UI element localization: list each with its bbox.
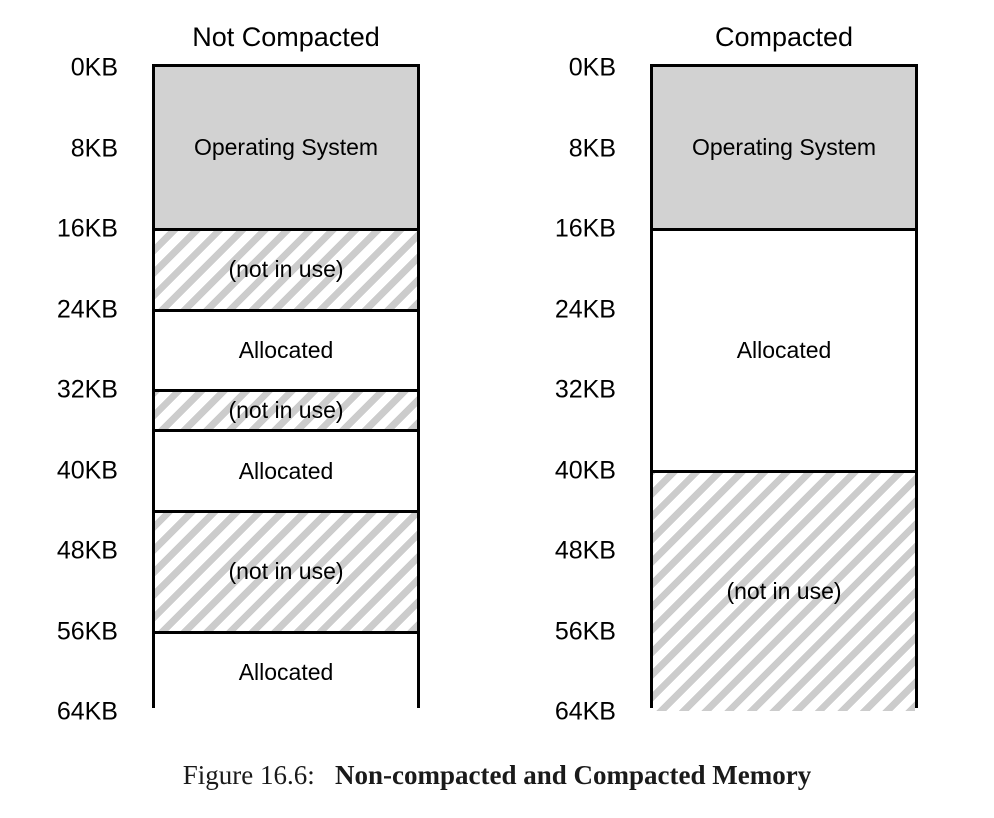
axis-tick-label-56kb: 56KB <box>554 617 616 645</box>
memory-segment-label: Allocated <box>736 336 832 363</box>
memory-segment-label: Allocated <box>238 457 334 484</box>
memory-segment-allocated: Allocated <box>155 630 417 711</box>
axis-tick-label-0kb: 0KB <box>568 53 616 82</box>
axis-tick-label-24kb: 24KB <box>554 295 616 323</box>
caption-title: Non-compacted and Compacted Memory <box>335 760 812 790</box>
memory-segment-os: Operating System <box>653 67 915 228</box>
axis-tick-label-56kb: 56KB <box>56 617 118 645</box>
axis-tick-label-48kb: 48KB <box>554 536 616 565</box>
memory-segment-label: Allocated <box>238 658 334 685</box>
memory-segment-label: (not in use) <box>228 397 344 424</box>
memory-segment-free: (not in use) <box>155 389 417 430</box>
panel-title-compacted: Compacted <box>714 22 854 52</box>
memory-segment-label: (not in use) <box>228 558 344 585</box>
axis-tick-label-24kb: 24KB <box>56 295 118 323</box>
axis-tick-label-40kb: 40KB <box>56 456 118 484</box>
panel-title-not-compacted: Not Compacted <box>192 22 380 52</box>
memory-segment-allocated: Allocated <box>155 308 417 389</box>
axis-tick-label-0kb: 0KB <box>70 53 118 82</box>
axis-tick-label-8kb: 8KB <box>70 134 118 162</box>
axis-tick-label-32kb: 32KB <box>554 375 616 404</box>
memory-segment-allocated: Allocated <box>653 228 915 470</box>
axis-tick-label-64kb: 64KB <box>554 697 616 726</box>
memory-segment-label: Operating System <box>691 134 877 160</box>
axis-tick-label-64kb: 64KB <box>56 697 118 726</box>
memory-segment-label: Allocated <box>238 336 334 363</box>
axis-tick-label-16kb: 16KB <box>554 214 616 243</box>
caption-prefix: Figure 16.6: <box>182 760 315 790</box>
memory-segment-allocated: Allocated <box>155 429 417 510</box>
memory-segment-label: (not in use) <box>726 578 842 605</box>
axis-tick-label-32kb: 32KB <box>56 375 118 404</box>
memory-segment-free: (not in use) <box>155 509 417 631</box>
axis-tick-label-48kb: 48KB <box>56 536 118 565</box>
memory-segment-os: Operating System <box>155 67 417 228</box>
axis-tick-label-40kb: 40KB <box>554 456 616 484</box>
memory-segment-free: (not in use) <box>155 228 417 309</box>
axis-tick-label-8kb: 8KB <box>568 134 616 162</box>
figure-caption: Figure 16.6: Non-compacted and Compacted… <box>0 760 994 791</box>
axis-tick-label-16kb: 16KB <box>56 214 118 243</box>
memory-segment-free: (not in use) <box>653 469 915 711</box>
memory-column-not-compacted: Operating System (not in use) Allocated (no… <box>152 64 420 711</box>
memory-segment-label: (not in use) <box>228 256 344 283</box>
memory-segment-label: Operating System <box>193 134 379 160</box>
